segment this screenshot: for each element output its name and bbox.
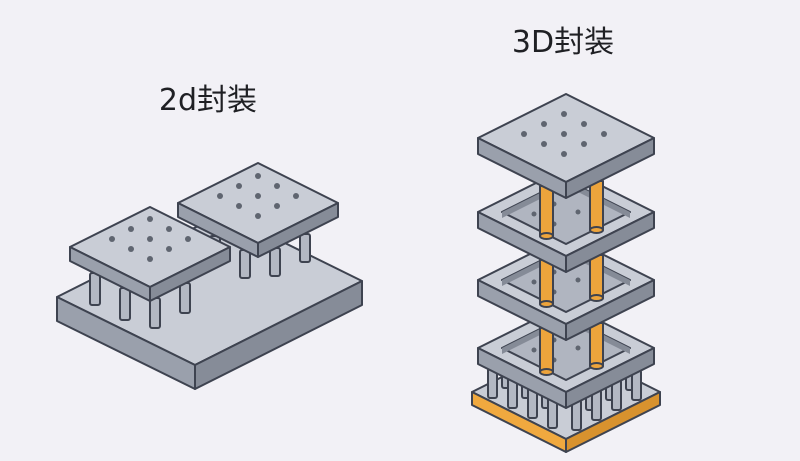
chip-right-face — [565, 137, 655, 199]
bump-dot — [561, 151, 567, 157]
bump-dot — [581, 141, 587, 147]
substrate — [56, 212, 363, 390]
pillar — [149, 297, 161, 329]
chip-right-face — [257, 202, 339, 258]
bump-dot — [166, 226, 172, 232]
layer-right-face — [565, 347, 655, 409]
bump-dot — [236, 183, 242, 189]
pillar — [89, 272, 101, 306]
bump-dot — [274, 183, 280, 189]
tsv-pillar-foot — [539, 232, 554, 240]
bump-dot — [531, 347, 537, 353]
pillar — [239, 249, 251, 279]
bump-dot — [147, 216, 153, 222]
bump-dot — [531, 279, 537, 285]
bump-dot — [561, 111, 567, 117]
chip-2 — [177, 162, 339, 258]
tsv-pillar — [589, 254, 604, 299]
bump-dot — [575, 345, 581, 351]
base-pins-front-row — [487, 367, 642, 431]
tsv-pillars-gap-3 — [539, 322, 604, 376]
tsv-pillar — [539, 327, 554, 373]
bump-dot — [147, 256, 153, 262]
tsv-pillar — [589, 322, 604, 367]
tsv-pillar-foot — [539, 368, 554, 376]
layer-right-face — [565, 211, 655, 273]
bump-dot — [147, 236, 153, 242]
bump-dot — [166, 246, 172, 252]
bump-dot — [255, 213, 261, 219]
package-2d-label: 2d封装 — [159, 83, 257, 118]
pillar — [299, 233, 311, 263]
bump-dot — [217, 193, 223, 199]
package-3d-label: 3D封装 — [512, 25, 614, 60]
tsv-pillar-foot — [589, 294, 604, 302]
tsv-pillar-foot — [589, 226, 604, 234]
pillar — [179, 282, 191, 314]
bump-dot — [109, 236, 115, 242]
bump-dot — [575, 277, 581, 283]
tsv-pillar-foot — [589, 362, 604, 370]
bump-dot — [293, 193, 299, 199]
layer-1-top-chip — [477, 93, 655, 199]
bump-dot — [274, 203, 280, 209]
bump-dot — [128, 246, 134, 252]
bump-dot — [128, 226, 134, 232]
package-3d-illustration — [471, 93, 661, 453]
bump-dot — [236, 203, 242, 209]
bump-dot — [581, 121, 587, 127]
chip-1-pillars — [89, 272, 191, 329]
pillar — [269, 247, 281, 277]
tsv-pillar — [589, 180, 604, 231]
bump-dot — [541, 141, 547, 147]
pillar — [119, 287, 131, 321]
bump-dot — [531, 211, 537, 217]
bump-dot — [255, 173, 261, 179]
solder-bump-dots — [521, 111, 607, 157]
bump-dot — [601, 131, 607, 137]
tsv-pillar — [539, 185, 554, 237]
bump-dot — [185, 236, 191, 242]
tsv-pillar — [539, 259, 554, 305]
bump-dot — [255, 193, 261, 199]
bump-dot — [561, 131, 567, 137]
chip-right-face — [149, 246, 231, 302]
solder-bump-dots — [217, 173, 299, 219]
layer-right-face — [565, 279, 655, 341]
package-2d-illustration — [56, 162, 363, 390]
chip-1 — [69, 206, 231, 302]
substrate-right-face — [194, 280, 363, 390]
bump-dot — [541, 121, 547, 127]
bump-dot — [521, 131, 527, 137]
tsv-pillar-foot — [539, 300, 554, 308]
base-right-face — [565, 391, 661, 453]
tsv-pillars-gap-1 — [539, 180, 604, 240]
bump-dot — [575, 209, 581, 215]
solder-bump-dots — [109, 216, 191, 262]
